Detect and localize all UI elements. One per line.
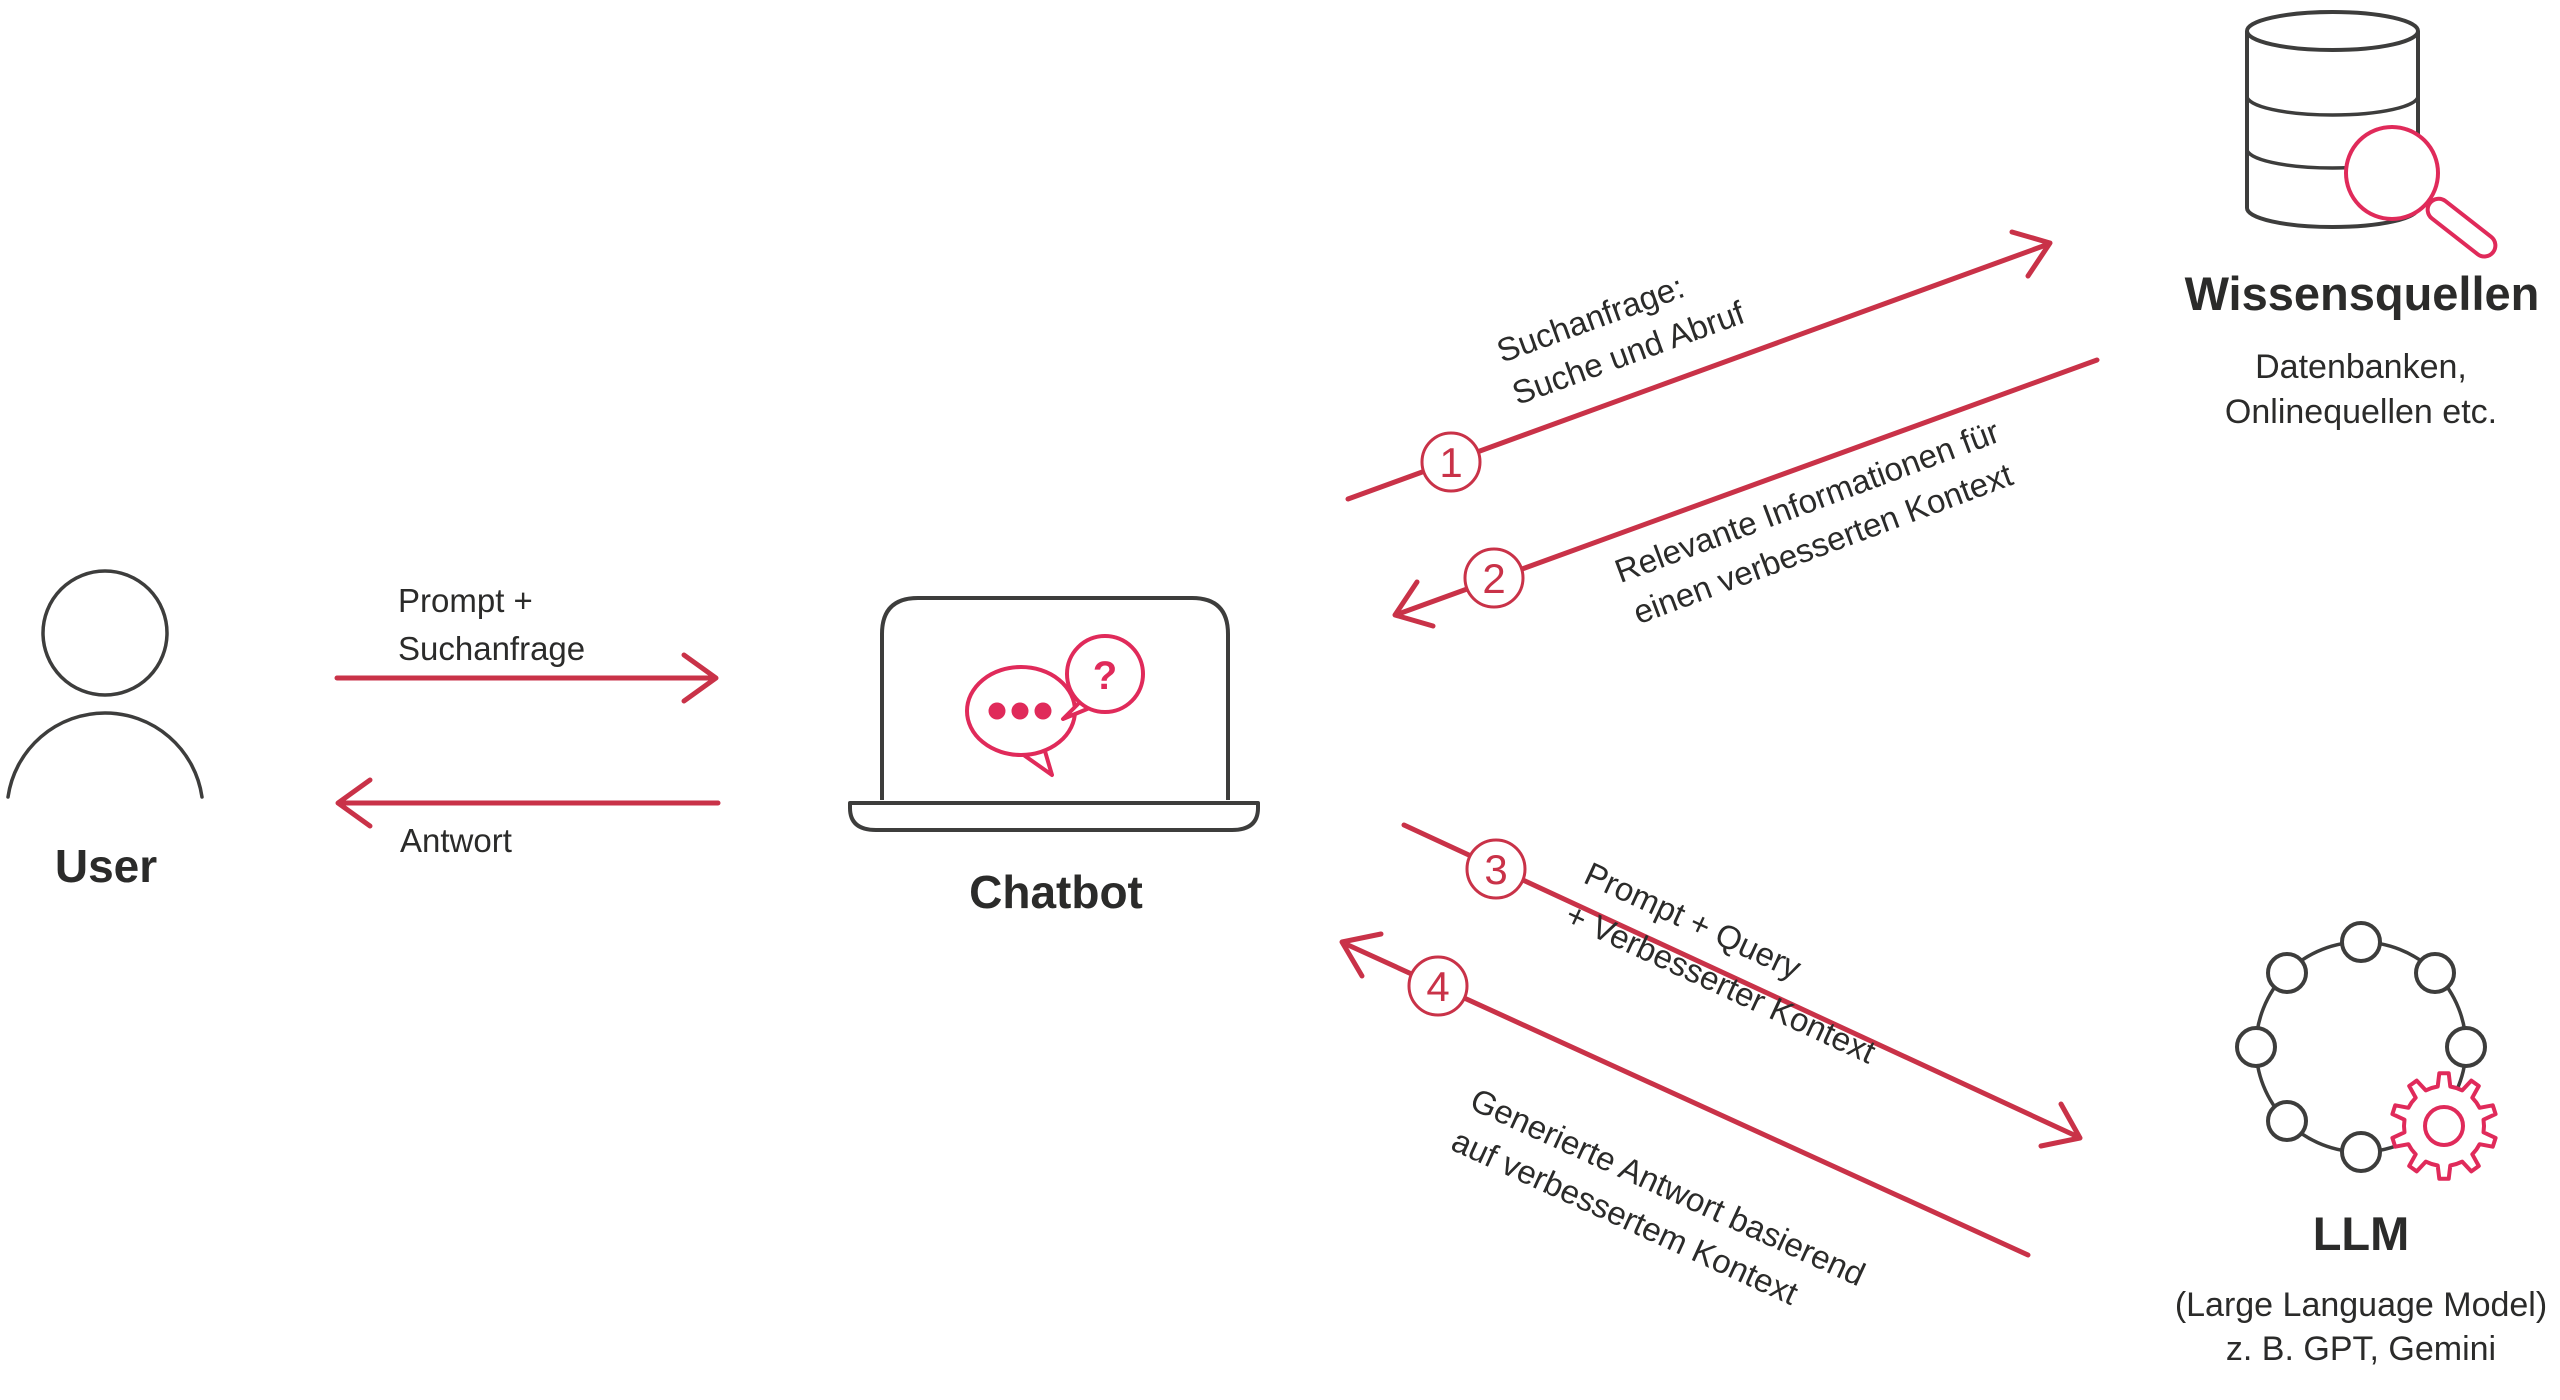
step1-label: Suchanfrage: Suche und Abruf — [1492, 268, 1750, 412]
arrow-step3: 3 — [1401, 822, 2083, 1149]
step3-label: Prompt + Query + Verbesserter Kontext — [1560, 855, 1881, 1071]
database-top — [2245, 10, 2420, 52]
arrow-step4: 4 — [1339, 931, 2031, 1258]
arrow-right-head-icon — [681, 652, 719, 704]
arrow-step3-head-icon — [2038, 1101, 2083, 1149]
antwort-label: Antwort — [400, 822, 512, 859]
question-bubble-icon — [1065, 634, 1145, 714]
arrow-left-head-icon — [335, 777, 373, 829]
step2-badge — [1463, 547, 1525, 609]
user-label: User — [55, 840, 157, 892]
llm-sub-line1: (Large Language Model) — [2175, 1286, 2547, 1324]
laptop-chat-bubbles-icon: ? — [848, 596, 1260, 832]
wissensquellen-sub-line2: Onlinequellen etc. — [2225, 393, 2497, 431]
step4-label: Generierte Antwort basierend auf verbess… — [1446, 1081, 1870, 1312]
step4-badge — [1407, 955, 1469, 1017]
wissensquellen-sub-line1: Datenbanken, — [2255, 348, 2467, 386]
user-head — [41, 569, 169, 697]
magnifier-glass — [2344, 125, 2440, 221]
prompt-label-line1: Prompt + — [398, 582, 533, 619]
arrow-step4-head-icon — [1339, 931, 1384, 979]
step1-badge — [1420, 431, 1482, 493]
step3-badge — [1465, 838, 1527, 900]
user-icon — [6, 569, 204, 799]
step2-label: Relevante Informationen für einen verbes… — [1610, 413, 2018, 631]
prompt-label-line2: Suchanfrage — [398, 630, 585, 667]
llm-sub-line2: z. B. GPT, Gemini — [2226, 1330, 2496, 1368]
step4-number: 4 — [1426, 963, 1449, 1010]
arrow-step2-head-icon — [1392, 579, 1436, 629]
wissensquellen-label: Wissensquellen — [2185, 267, 2540, 320]
user-shoulders — [6, 711, 204, 799]
step1-number: 1 — [1439, 439, 1462, 486]
chatbot-label: Chatbot — [969, 866, 1143, 918]
arrow-chatbot-to-user — [335, 777, 721, 829]
laptop-base — [848, 801, 1260, 832]
gear-hole — [2423, 1105, 2465, 1147]
step2-number: 2 — [1482, 555, 1505, 602]
arrow-step1-head-icon — [2009, 229, 2053, 279]
llm-label: LLM — [2313, 1207, 2410, 1260]
arrow-step1: 1 — [1345, 229, 2053, 502]
magnifier-handle — [2425, 196, 2498, 259]
node-ring-gear-icon — [2235, 921, 2498, 1181]
arrow-user-to-chatbot — [334, 652, 719, 704]
arrow-step2: 2 — [1392, 357, 2100, 629]
step3-number: 3 — [1484, 846, 1507, 893]
database-magnifier-icon — [2245, 10, 2498, 259]
question-mark: ? — [1093, 654, 1117, 698]
